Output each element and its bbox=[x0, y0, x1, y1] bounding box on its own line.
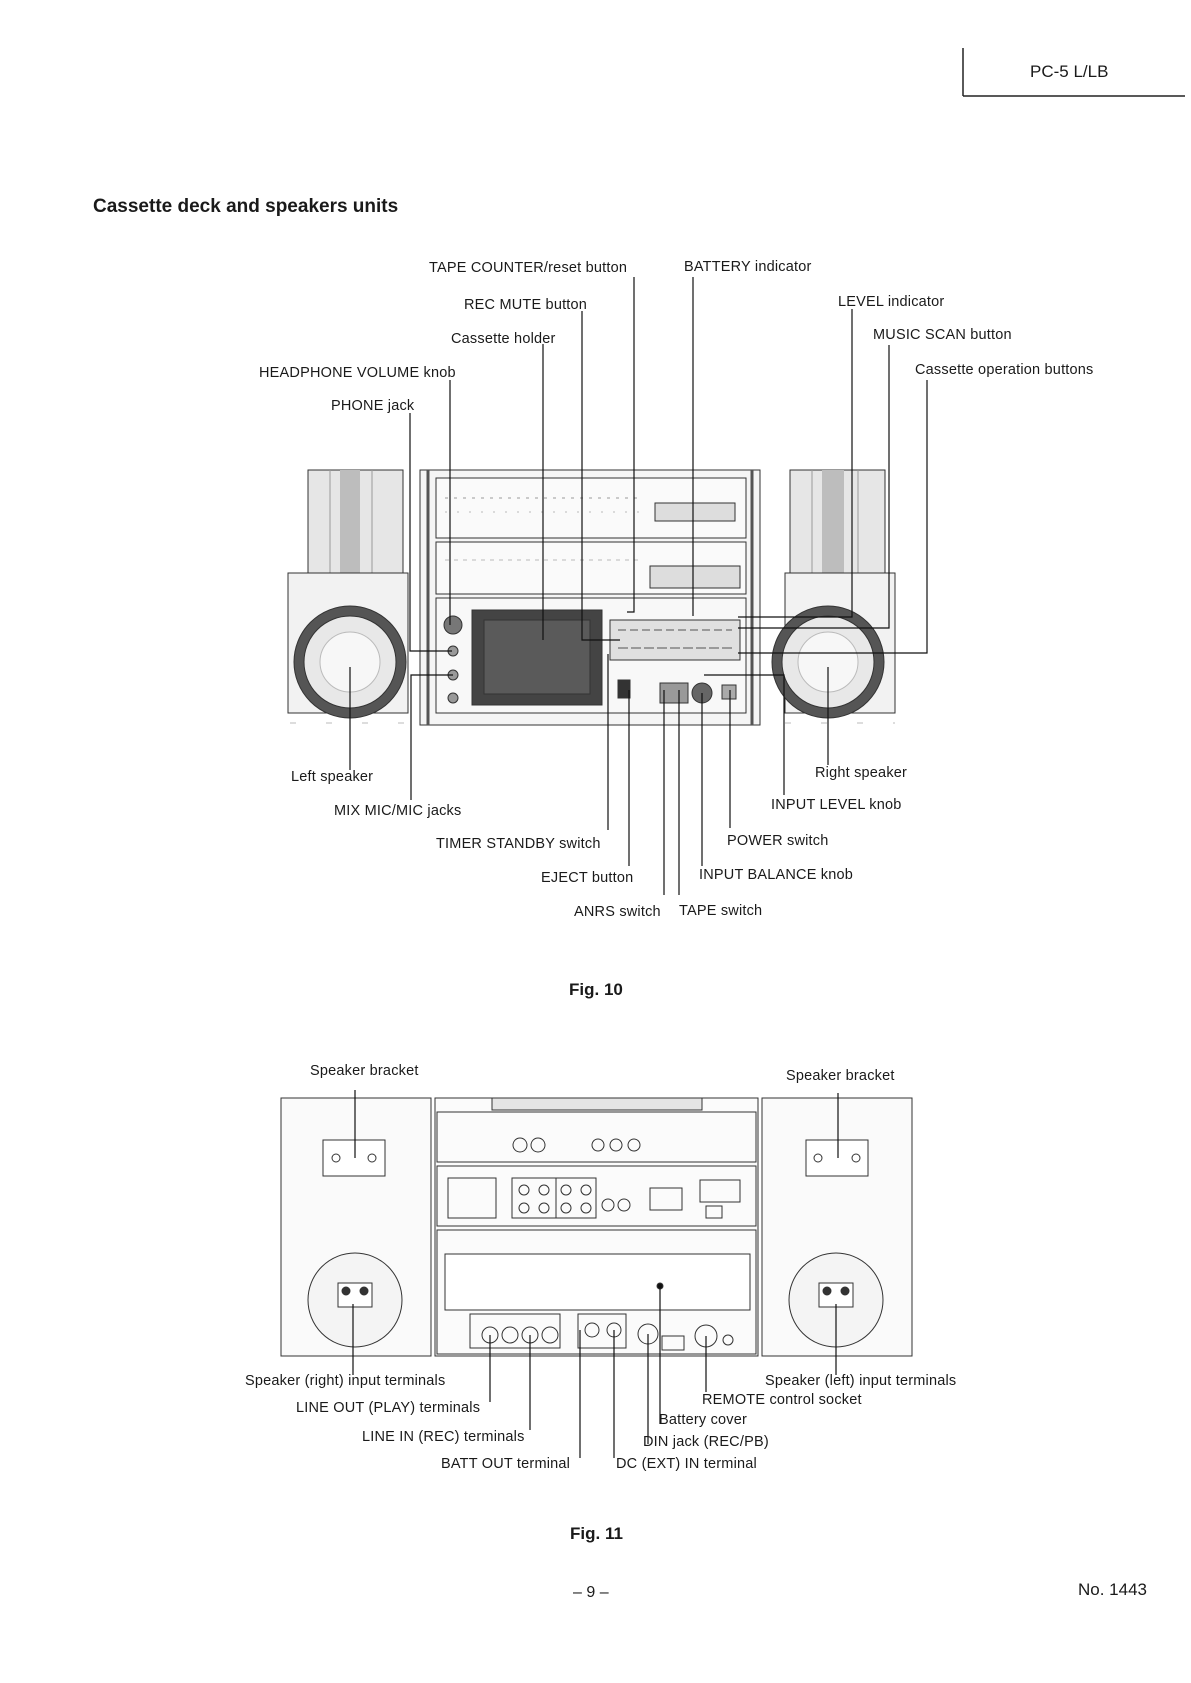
label-din-jack: DIN jack (REC/PB) bbox=[643, 1434, 769, 1450]
label-remote-socket: REMOTE control socket bbox=[702, 1392, 862, 1408]
document-number: No. 1443 bbox=[1078, 1580, 1147, 1599]
label-headphone-volume: HEADPHONE VOLUME knob bbox=[259, 365, 456, 381]
label-phone-jack: PHONE jack bbox=[331, 398, 415, 414]
label-timer-standby: TIMER STANDBY switch bbox=[436, 836, 601, 852]
label-input-balance: INPUT BALANCE knob bbox=[699, 867, 854, 883]
label-battery-cover: Battery cover bbox=[659, 1412, 748, 1428]
label-dc-in: DC (EXT) IN terminal bbox=[616, 1456, 757, 1472]
label-left-speaker: Left speaker bbox=[291, 769, 374, 785]
label-anrs: ANRS switch bbox=[574, 904, 661, 920]
page-number: – 9 – bbox=[573, 1584, 609, 1601]
fig10-leader-lines bbox=[349, 277, 928, 895]
section-title: Cassette deck and speakers units bbox=[93, 196, 399, 217]
model-number: PC-5 L/LB bbox=[1030, 62, 1109, 81]
label-speaker-right-input: Speaker (right) input terminals bbox=[245, 1373, 446, 1389]
label-tape-counter: TAPE COUNTER/reset button bbox=[429, 260, 628, 276]
label-batt-out: BATT OUT terminal bbox=[441, 1456, 571, 1472]
label-speaker-bracket-left: Speaker bracket bbox=[310, 1063, 419, 1079]
label-tape-switch: TAPE switch bbox=[679, 903, 763, 919]
label-battery-indicator: BATTERY indicator bbox=[684, 259, 812, 275]
fig11-rear-illustration bbox=[280, 1097, 913, 1357]
label-speaker-left-input: Speaker (left) input terminals bbox=[765, 1373, 957, 1389]
label-eject: EJECT button bbox=[541, 870, 634, 886]
label-speaker-bracket-right: Speaker bracket bbox=[786, 1068, 895, 1084]
label-power-switch: POWER switch bbox=[727, 833, 829, 849]
header-rule bbox=[962, 48, 1185, 97]
fig11-leader-lines bbox=[352, 1090, 839, 1458]
label-input-level: INPUT LEVEL knob bbox=[771, 797, 902, 813]
fig10-caption: Fig. 10 bbox=[569, 980, 623, 999]
label-cassette-operation: Cassette operation buttons bbox=[915, 362, 1094, 378]
label-music-scan: MUSIC SCAN button bbox=[873, 327, 1012, 343]
label-mix-mic: MIX MIC/MIC jacks bbox=[334, 803, 462, 819]
fig10-device-illustration bbox=[287, 469, 896, 726]
label-line-out: LINE OUT (PLAY) terminals bbox=[296, 1400, 481, 1416]
label-rec-mute: REC MUTE button bbox=[464, 297, 588, 313]
label-line-in: LINE IN (REC) terminals bbox=[362, 1429, 525, 1445]
label-right-speaker: Right speaker bbox=[815, 765, 908, 781]
label-cassette-holder: Cassette holder bbox=[451, 331, 556, 347]
fig11-caption: Fig. 11 bbox=[570, 1524, 623, 1543]
label-level-indicator: LEVEL indicator bbox=[838, 294, 945, 310]
